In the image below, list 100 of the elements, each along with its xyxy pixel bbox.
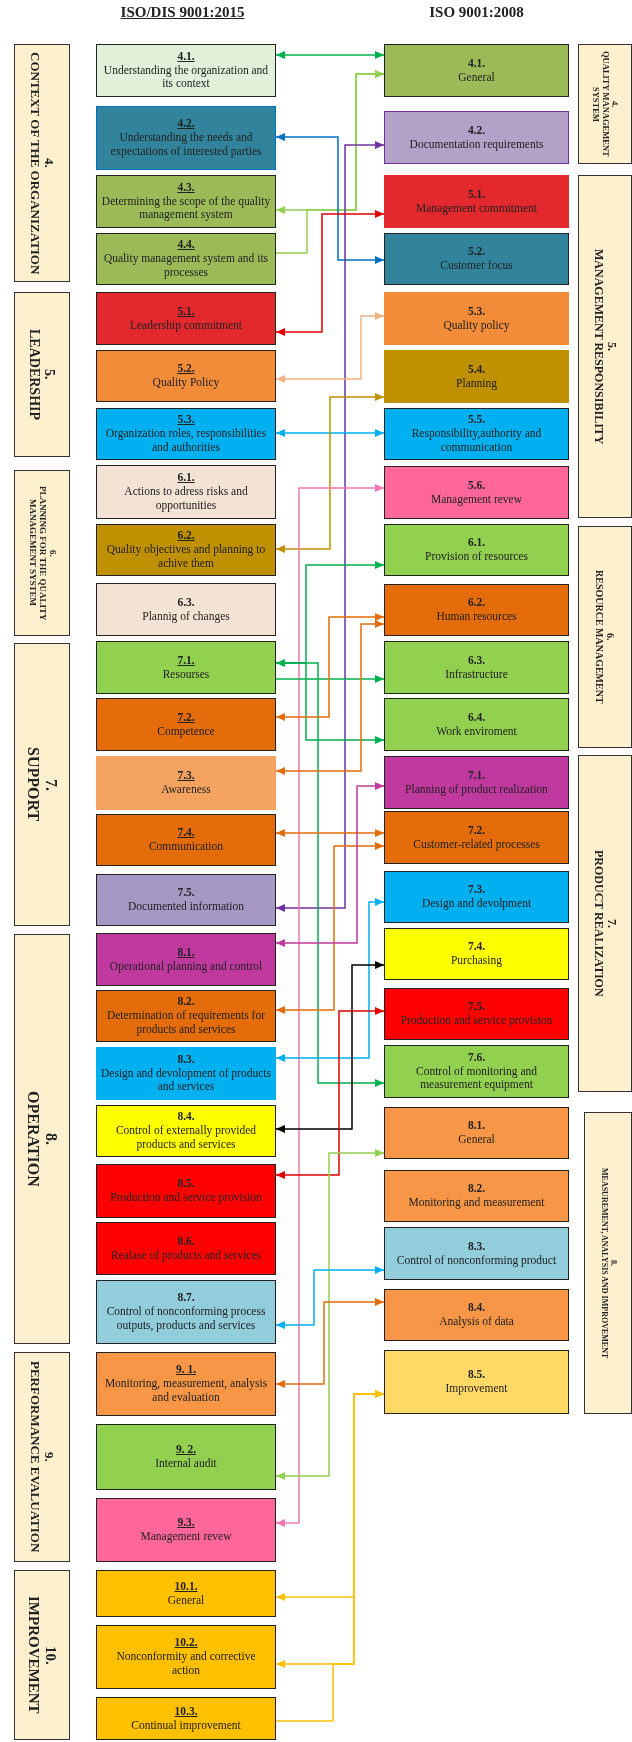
clause-box — [96, 1697, 276, 1740]
clause-number: 8.1. — [177, 945, 195, 960]
clause-number: 8.6. — [177, 1234, 195, 1249]
clause-box — [96, 106, 276, 170]
section-number: 8. — [608, 1260, 617, 1266]
clause-box — [96, 1352, 276, 1416]
clause-number: 10.3. — [174, 1704, 198, 1719]
connector-arrow — [275, 484, 385, 1527]
clause-title: Internal audit — [155, 1457, 217, 1471]
clause-title: Understanding the needs and expectations of interested parties — [109, 131, 263, 159]
clause-box — [96, 465, 276, 519]
clause-title: Competence — [157, 724, 215, 739]
clause-box — [96, 233, 276, 285]
clause-box — [384, 698, 569, 751]
clause-number: 8.4. — [467, 1301, 486, 1315]
clause-title: General — [458, 70, 495, 85]
clause-title: Control of nonconforming process outputs, products and services — [105, 1305, 267, 1333]
clause-box — [384, 524, 569, 576]
connector-arrow — [275, 210, 385, 336]
connector-arrow — [275, 312, 385, 383]
clause-title: Human resources — [436, 610, 517, 624]
clause-title: Control of externally provided products and services — [114, 1124, 258, 1152]
section-band — [14, 934, 70, 1344]
clause-title: Design and devolpment — [421, 897, 532, 911]
clause-box — [384, 111, 569, 164]
connector-arrow — [275, 898, 385, 1062]
column-heading: ISO 9001:2008 — [428, 4, 525, 21]
section-band — [584, 1112, 632, 1414]
clause-number: 8.2. — [467, 1182, 486, 1196]
clause-title: Actions to adress risks and opportunities — [123, 485, 249, 513]
clause-number: 6.2. — [177, 529, 195, 544]
clause-number: 9. 2. — [175, 1443, 197, 1457]
clause-box — [384, 350, 569, 403]
section-title: SUPPORT — [24, 747, 42, 822]
clause-number: 5.1. — [177, 304, 195, 319]
clause-number: 4.2. — [467, 123, 486, 138]
clause-number: 10.2. — [174, 1636, 198, 1651]
section-title: PERFORMANCE EVALUATION — [27, 1361, 42, 1553]
section-title: PRODUCT REALIZATION — [591, 850, 605, 997]
clause-title: Quality Policy — [152, 376, 220, 390]
clause-title: Control of monitoring and measurement equipment — [414, 1064, 539, 1093]
clause-box — [96, 1625, 276, 1689]
section-title: CONTEXT OF THE ORGANIZATION — [27, 51, 42, 275]
clause-title: Planning of product realization — [405, 782, 548, 797]
connector-arrow — [275, 1298, 385, 1388]
clause-number: 7.2. — [467, 823, 486, 838]
clause-box — [96, 990, 276, 1042]
clause-title: Infrastructure — [445, 667, 508, 682]
clause-box — [384, 44, 569, 97]
clause-box — [96, 814, 276, 866]
column-heading: ISO/DIS 9001:2015 — [119, 4, 246, 21]
clause-box — [96, 292, 276, 345]
clause-title: Purchasing — [450, 954, 503, 968]
connector-arrow — [275, 70, 385, 254]
clause-box — [384, 408, 569, 460]
clause-number: 7.6. — [467, 1050, 486, 1065]
clause-number: 8.7. — [177, 1291, 195, 1306]
clause-number: 6.1. — [467, 536, 486, 550]
section-band — [14, 470, 70, 636]
connector-arrow — [275, 141, 385, 912]
clause-box — [384, 175, 569, 228]
section-title: QUALITY MANAGEMENT SYSTEM — [591, 50, 610, 159]
clause-box — [384, 233, 569, 285]
clause-title: Customer-related processes — [413, 837, 540, 852]
section-title: IMPROVEMENT — [25, 1596, 42, 1714]
clause-number: 8.4. — [177, 1110, 195, 1125]
clause-number: 4.2. — [177, 117, 195, 132]
clause-title: Determining the scope of the quality management system — [101, 194, 271, 223]
section-title: RESOURCE MANAGEMENT — [594, 570, 605, 704]
clause-number: 6.1. — [177, 471, 195, 486]
clause-title: Management revew — [431, 492, 522, 507]
clause-box — [96, 1498, 276, 1562]
clause-number: 7.2. — [177, 710, 195, 725]
clause-number: 5.1. — [467, 187, 486, 202]
clause-number: 8.3. — [467, 1239, 486, 1254]
clause-number: 9.3. — [177, 1516, 195, 1530]
section-title: OPERATION — [24, 1091, 42, 1187]
clause-number: 7.1. — [467, 768, 486, 783]
clause-box — [96, 1424, 276, 1490]
clause-box — [384, 988, 569, 1040]
clause-number: 4.1. — [467, 56, 486, 71]
clause-box — [96, 44, 276, 97]
clause-box — [384, 1227, 569, 1280]
clause-title: Documentation requirements — [409, 137, 544, 152]
clause-box — [96, 1280, 276, 1344]
clause-number: 8.1. — [467, 1119, 486, 1133]
clause-box — [96, 350, 276, 402]
clause-box — [384, 811, 569, 864]
clause-box — [384, 871, 569, 923]
connector-arrow — [275, 829, 385, 837]
clause-title: Resourses — [162, 667, 210, 682]
clause-box — [96, 874, 276, 926]
section-number: 9. — [42, 1452, 57, 1462]
clause-title: Provision of resources — [425, 550, 528, 564]
connector-arrow — [275, 51, 385, 59]
section-number: 7. — [605, 919, 619, 928]
clause-title: Work enviroment — [436, 724, 517, 739]
section-number: 7. — [42, 778, 60, 791]
connector-arrow — [275, 620, 385, 775]
clause-title: Understanding the organization and its context — [102, 63, 270, 92]
